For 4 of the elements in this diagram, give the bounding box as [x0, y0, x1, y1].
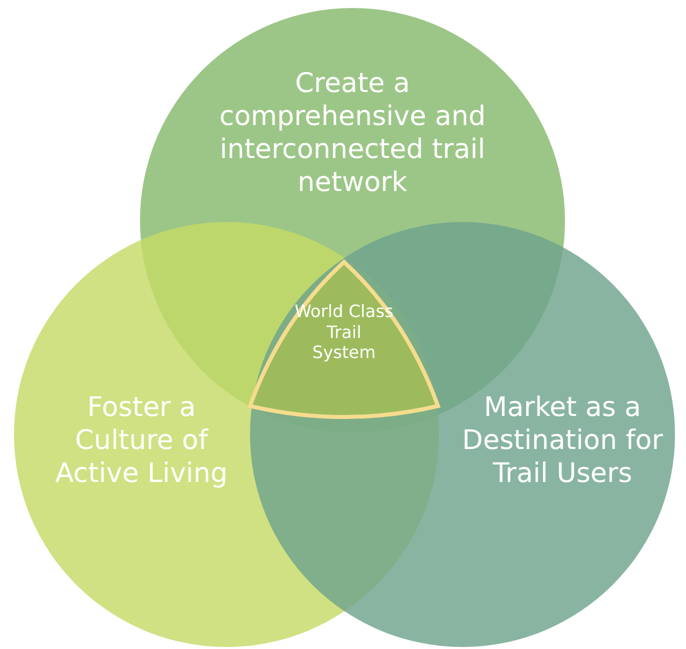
circle-label: World Class Trail System: [294, 302, 394, 364]
circle-label: Market as a Destination for Trail Users: [461, 392, 664, 491]
circle-label: Create a comprehensive and interconnected trail network: [218, 68, 487, 200]
circle-label: Foster a Culture of Active Living: [54, 392, 229, 491]
